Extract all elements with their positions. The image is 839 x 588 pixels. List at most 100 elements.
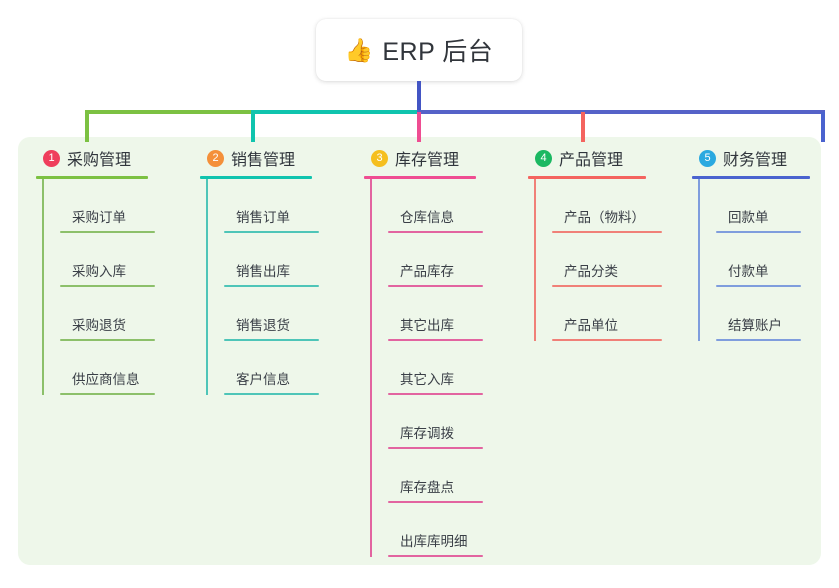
branch-underline-2: [200, 176, 312, 179]
branch-column-2: 2 销售管理销售订单销售出库销售退货客户信息: [200, 145, 350, 395]
branch-item[interactable]: 产品（物料）: [552, 179, 688, 233]
branch-title-1: 采购管理: [67, 152, 132, 169]
branch-item[interactable]: 出库库明细: [388, 503, 516, 557]
branch-item-label: 其它入库: [400, 372, 454, 387]
branch-item[interactable]: 结算账户: [716, 287, 832, 341]
branch-item[interactable]: 产品分类: [552, 233, 688, 287]
branch-item-underline: [224, 285, 319, 287]
branch-item-underline: [716, 231, 801, 233]
branch-item-label: 采购入库: [72, 264, 126, 279]
branch-item[interactable]: 客户信息: [224, 341, 350, 395]
branch-item-underline: [388, 285, 483, 287]
branch-title-4: 产品管理: [559, 152, 624, 169]
connector-drop-2: [251, 112, 255, 142]
branch-header-5[interactable]: 5 财务管理: [692, 145, 832, 171]
branch-underline-5: [692, 176, 810, 179]
connector-drop-4: [581, 112, 585, 142]
branch-item-label: 采购订单: [72, 210, 126, 225]
branch-item[interactable]: 库存调拨: [388, 395, 516, 449]
branch-items-5: 回款单付款单结算账户: [692, 179, 832, 341]
root-node-card[interactable]: 👍 ERP 后台: [316, 19, 522, 81]
branch-spine-3: [370, 179, 372, 557]
branch-item[interactable]: 付款单: [716, 233, 832, 287]
branch-item-underline: [388, 555, 483, 557]
branch-items-3: 仓库信息产品库存其它出库其它入库库存调拨库存盘点出库库明细: [364, 179, 516, 557]
branch-column-3: 3 库存管理仓库信息产品库存其它出库其它入库库存调拨库存盘点出库库明细: [364, 145, 516, 557]
branch-badge-5: 5: [699, 149, 716, 167]
branch-item-label: 付款单: [728, 264, 769, 279]
thumbs-up-icon: 👍: [344, 36, 374, 63]
branch-item[interactable]: 其它入库: [388, 341, 516, 395]
branch-item-label: 产品分类: [564, 264, 618, 279]
branch-badge-2: 2: [207, 149, 224, 167]
branch-item-underline: [552, 339, 662, 341]
branch-item-underline: [716, 285, 801, 287]
branch-item[interactable]: 销售退货: [224, 287, 350, 341]
branch-title-2: 销售管理: [231, 152, 296, 169]
branch-item[interactable]: 其它出库: [388, 287, 516, 341]
branch-item-underline: [716, 339, 801, 341]
branch-item-underline: [388, 231, 483, 233]
branch-item-label: 回款单: [728, 210, 769, 225]
branch-item[interactable]: 采购订单: [60, 179, 186, 233]
branch-item-underline: [388, 339, 483, 341]
branch-items-1: 采购订单采购入库采购退货供应商信息: [36, 179, 186, 395]
branch-item-label: 其它出库: [400, 318, 454, 333]
branch-spine-5: [698, 179, 700, 341]
branch-column-4: 4 产品管理产品（物料） 产品分类产品单位: [528, 145, 688, 341]
branch-item-underline: [224, 231, 319, 233]
branch-header-3[interactable]: 3 库存管理: [364, 145, 516, 171]
branch-badge-4: 4: [535, 149, 552, 167]
branch-underline-3: [364, 176, 476, 179]
branch-item[interactable]: 仓库信息: [388, 179, 516, 233]
branch-item-label: 采购退货: [72, 318, 126, 333]
branch-items-2: 销售订单销售出库销售退货客户信息: [200, 179, 350, 395]
branch-item-label: 库存盘点: [400, 480, 454, 495]
branch-item-underline: [224, 393, 319, 395]
branch-item[interactable]: 产品单位: [552, 287, 688, 341]
branch-item-underline: [388, 501, 483, 503]
branch-item[interactable]: 采购退货: [60, 287, 186, 341]
branch-item[interactable]: 供应商信息: [60, 341, 186, 395]
branch-item-label: 销售订单: [236, 210, 290, 225]
branch-item-label: 仓库信息: [400, 210, 454, 225]
branch-items-4: 产品（物料） 产品分类产品单位: [528, 179, 688, 341]
branch-item-underline: [552, 231, 662, 233]
branch-item-label: 产品单位: [564, 318, 618, 333]
branch-item[interactable]: 库存盘点: [388, 449, 516, 503]
branch-item-underline: [60, 393, 155, 395]
branch-item[interactable]: 销售出库: [224, 233, 350, 287]
connector-drop-5: [821, 112, 825, 142]
mindmap-panel: [18, 137, 821, 565]
branch-item-label: 结算账户: [728, 318, 782, 333]
branch-title-3: 库存管理: [395, 152, 460, 169]
connector-drop-3: [417, 112, 421, 142]
branch-item-underline: [60, 285, 155, 287]
branch-badge-3: 3: [371, 149, 388, 167]
branch-item-underline: [388, 447, 483, 449]
branch-item[interactable]: 回款单: [716, 179, 832, 233]
branch-spine-1: [42, 179, 44, 395]
root-node-title: ERP 后台: [382, 38, 494, 66]
branch-item-label: 产品库存: [400, 264, 454, 279]
branch-item-underline: [388, 393, 483, 395]
branch-item[interactable]: 销售订单: [224, 179, 350, 233]
branch-item-underline: [60, 339, 155, 341]
branch-header-2[interactable]: 2 销售管理: [200, 145, 350, 171]
branch-item-label: 产品（物料）: [564, 210, 645, 225]
branch-item[interactable]: 产品库存: [388, 233, 516, 287]
branch-item[interactable]: 采购入库: [60, 233, 186, 287]
connector-bar-segment-3: [417, 110, 825, 114]
connector-root-stem: [417, 81, 421, 112]
branch-header-4[interactable]: 4 产品管理: [528, 145, 688, 171]
branch-item-underline: [552, 285, 662, 287]
branch-item-label: 销售退货: [236, 318, 290, 333]
connector-drop-1: [85, 112, 89, 142]
connector-bar-segment-1: [85, 110, 253, 114]
branch-item-underline: [60, 231, 155, 233]
branch-title-5: 财务管理: [723, 152, 788, 169]
connector-bar-segment-2: [251, 110, 421, 114]
branch-item-label: 供应商信息: [72, 372, 140, 387]
